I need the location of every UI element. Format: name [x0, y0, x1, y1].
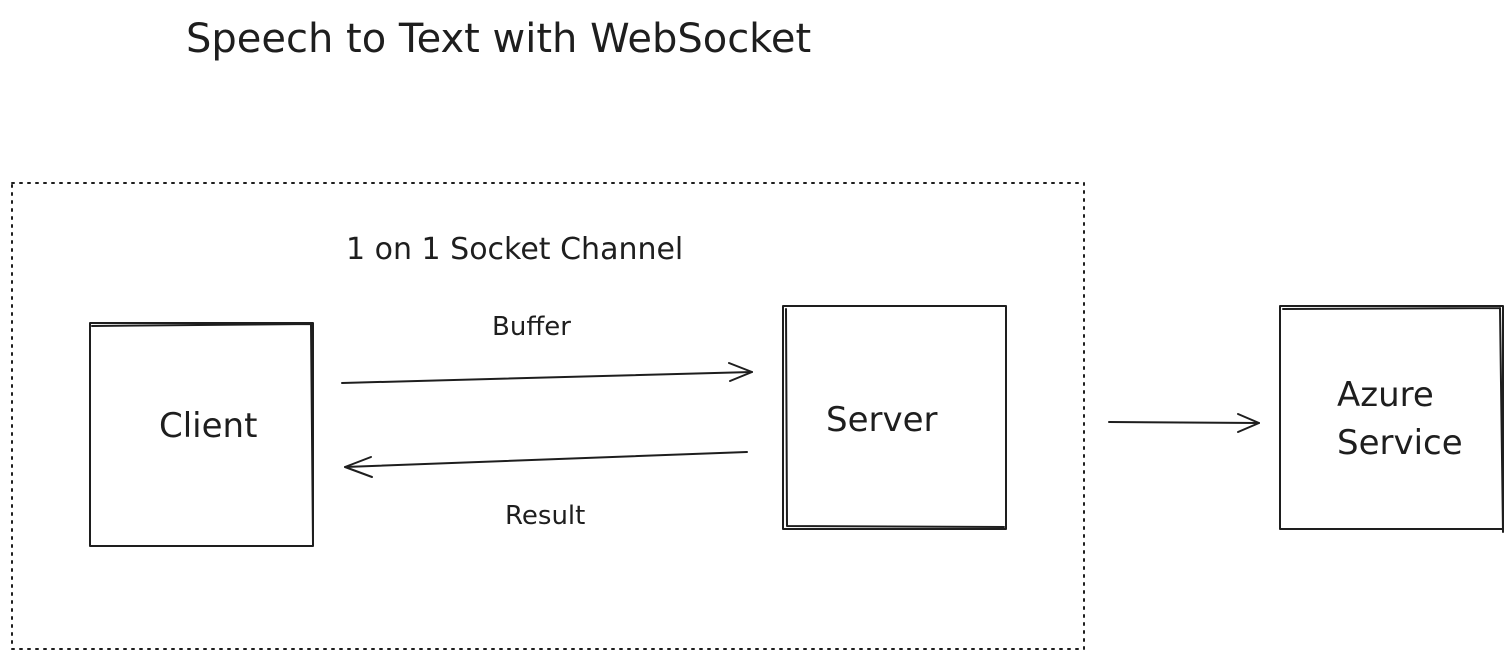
result-arrow-line — [344, 451, 748, 468]
result-arrow: Result — [344, 451, 748, 531]
result-arrowhead-icon — [344, 456, 373, 478]
buffer-arrowhead-icon — [728, 362, 753, 382]
azure-service-box-sketch-line — [1282, 307, 1504, 533]
buffer-arrow-line — [341, 371, 753, 384]
azure-service-label-line2: Service — [1337, 423, 1463, 463]
diagram-title: Speech to Text with WebSocket — [186, 16, 811, 62]
result-label: Result — [505, 501, 585, 531]
server-to-azure-arrowhead-icon — [1237, 413, 1260, 433]
socket-channel-label: 1 on 1 Socket Channel — [346, 232, 683, 267]
server-node: Server — [782, 305, 1007, 530]
server-to-azure-arrow-line — [1108, 421, 1260, 424]
azure-service-box — [1279, 305, 1504, 530]
azure-service-node: Azure Service — [1279, 305, 1504, 533]
client-node: Client — [89, 322, 314, 547]
socket-channel-frame — [11, 182, 1085, 650]
buffer-label: Buffer — [492, 312, 571, 342]
buffer-arrow: Buffer — [341, 312, 753, 384]
server-label: Server — [826, 400, 938, 440]
server-box-sketch-line — [785, 308, 1005, 528]
azure-service-label-line1: Azure — [1337, 375, 1434, 415]
server-box — [782, 305, 1007, 530]
client-box-sketch-line — [91, 323, 314, 545]
client-label: Client — [159, 406, 257, 446]
server-to-azure-arrow — [1108, 413, 1260, 433]
socket-channel-group: 1 on 1 Socket Channel — [11, 182, 1085, 650]
